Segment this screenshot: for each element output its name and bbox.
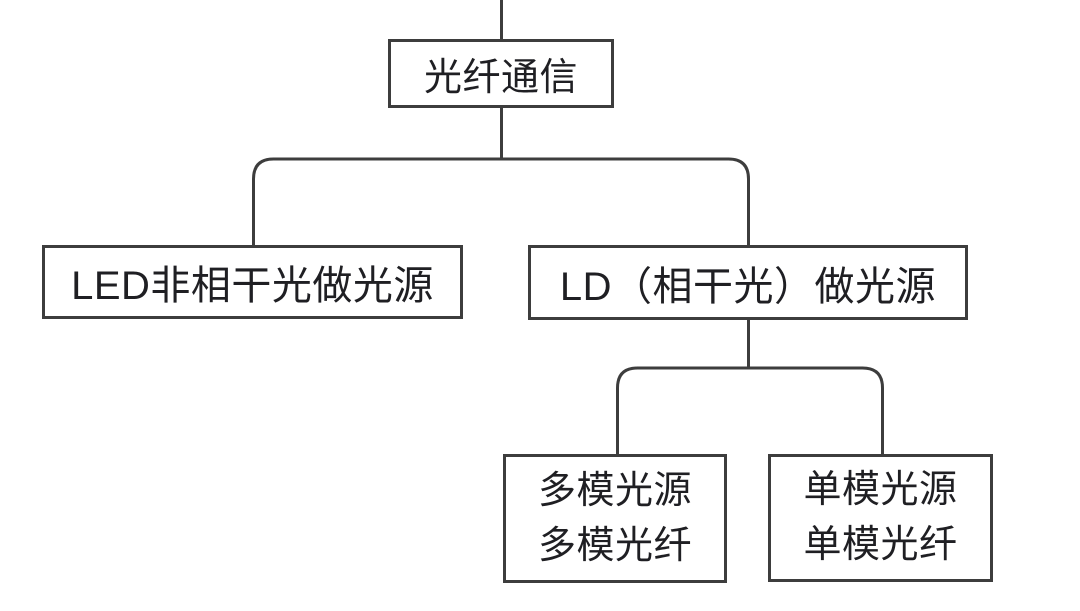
node-multimode-fiber-label: 多模光纤 — [537, 524, 692, 567]
node-multimode-source-label: 多模光源 — [537, 469, 692, 512]
node-singlemode-source-fiber: 单模光源 单模光纤 — [768, 454, 993, 582]
node-fiber-optic-communication-label: 光纤通信 — [423, 57, 578, 99]
node-led-noncoherent-source-label: LED非相干光做光源 — [71, 264, 434, 308]
connector-bracket-level2 — [616, 366, 884, 454]
node-singlemode-source-label: 单模光源 — [803, 469, 958, 511]
node-ld-coherent-source-label: LD（相干光）做光源 — [559, 264, 937, 309]
node-singlemode-fiber-label: 单模光纤 — [803, 524, 958, 566]
node-led-noncoherent-source: LED非相干光做光源 — [42, 245, 463, 319]
node-ld-coherent-source: LD（相干光）做光源 — [528, 245, 968, 320]
node-multimode-source-fiber: 多模光源 多模光纤 — [503, 454, 727, 583]
connector-bracket-level1 — [252, 157, 750, 245]
node-fiber-optic-communication: 光纤通信 — [388, 39, 614, 108]
